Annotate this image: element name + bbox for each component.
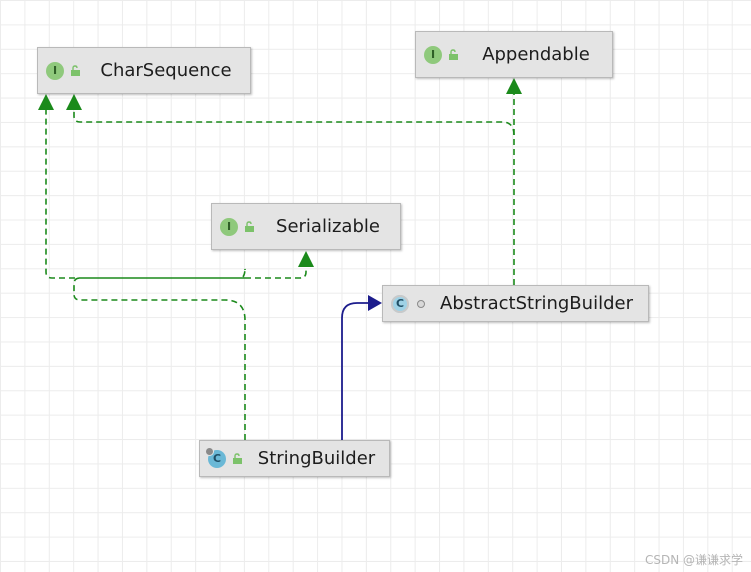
arrowhead-abstractstringbuilder [368, 295, 382, 311]
class-node-stringbuilder[interactable]: C StringBuilder [199, 440, 390, 477]
class-name-label: AbstractStringBuilder [440, 293, 633, 314]
interface-icon: I [46, 61, 64, 80]
edge-abstractstringbuilder-implements-charsequence [73, 108, 515, 136]
class-letter: C [212, 452, 222, 465]
edge-stringbuilder-implements-serializable [245, 266, 307, 279]
final-badge-icon [205, 446, 214, 456]
final-class-icon: C [205, 446, 226, 468]
interface-icon: I [424, 45, 442, 64]
class-node-serializable[interactable]: I Serializable [211, 203, 401, 250]
class-name-label: Appendable [482, 44, 590, 65]
class-node-abstractstringbuilder[interactable]: C AbstractStringBuilder [382, 285, 649, 322]
edge-stringbuilder-implements-charsequence [45, 108, 246, 440]
class-node-appendable[interactable]: I Appendable [415, 31, 613, 78]
class-node-charsequence[interactable]: I CharSequence [37, 47, 251, 94]
public-lock-icon [233, 452, 242, 464]
interface-icon: I [220, 217, 238, 236]
public-lock-icon [449, 48, 458, 60]
arrowhead-appendable [506, 78, 522, 94]
abstract-class-icon: C [391, 294, 409, 313]
edge-stringbuilder-extends-abstractstringbuilder [341, 302, 372, 440]
arrowhead-charsequence-left [38, 94, 54, 110]
watermark: CSDN @谦谦求学 [644, 553, 743, 567]
public-lock-icon [245, 220, 254, 232]
arrowhead-charsequence-right [66, 94, 82, 110]
arrowhead-serializable [298, 251, 314, 267]
class-name-label: CharSequence [100, 60, 232, 81]
public-lock-icon [71, 64, 80, 76]
package-private-dot-icon [417, 299, 425, 308]
class-name-label: Serializable [276, 216, 380, 237]
class-name-label: StringBuilder [257, 448, 376, 469]
